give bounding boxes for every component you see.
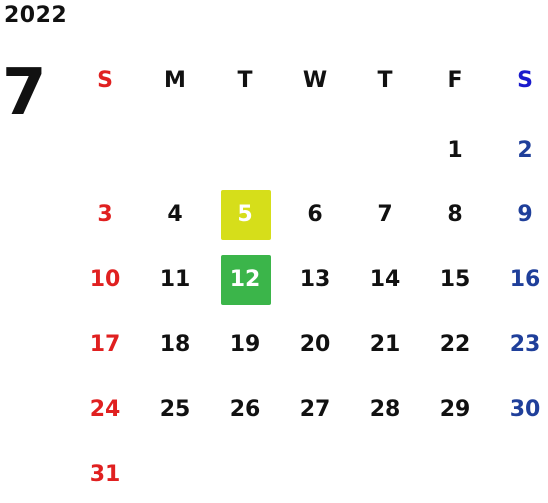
weekday-wednesday: W (302, 68, 328, 93)
day-cell[interactable]: 8 (447, 202, 463, 227)
day-cell[interactable]: 2 (517, 138, 533, 163)
day-cell[interactable]: 30 (509, 397, 541, 422)
day-cell[interactable]: 15 (439, 267, 471, 292)
weekday-thursday: T (377, 68, 393, 93)
day-cell[interactable]: 10 (89, 267, 121, 292)
day-cell[interactable]: 13 (299, 267, 331, 292)
day-highlight (221, 255, 271, 305)
day-cell[interactable]: 22 (439, 332, 471, 357)
calendar-month: 7 (2, 56, 47, 130)
day-cell[interactable]: 6 (307, 202, 323, 227)
weekday-tuesday: T (237, 68, 253, 93)
day-cell[interactable]: 24 (89, 397, 121, 422)
day-cell[interactable]: 16 (509, 267, 541, 292)
calendar-grid: S M T W T F S 1 2 3 4 5 6 7 8 9 10 11 12… (70, 55, 548, 503)
day-cell[interactable]: 7 (377, 202, 393, 227)
day-cell[interactable]: 17 (89, 332, 121, 357)
day-cell[interactable]: 19 (229, 332, 261, 357)
day-highlight (221, 190, 271, 240)
day-cell[interactable]: 9 (517, 202, 533, 227)
day-cell[interactable]: 20 (299, 332, 331, 357)
day-cell[interactable]: 27 (299, 397, 331, 422)
weekday-monday: M (164, 68, 186, 93)
day-cell-highlighted[interactable]: 5 (210, 190, 280, 240)
calendar-year: 2022 (4, 3, 68, 28)
day-cell[interactable]: 18 (159, 332, 191, 357)
day-cell[interactable]: 25 (159, 397, 191, 422)
day-cell-highlighted[interactable]: 12 (210, 255, 280, 305)
day-cell[interactable]: 26 (229, 397, 261, 422)
weekday-saturday: S (517, 68, 533, 93)
day-cell[interactable]: 28 (369, 397, 401, 422)
day-cell[interactable]: 31 (89, 462, 121, 487)
day-cell[interactable]: 14 (369, 267, 401, 292)
day-cell[interactable]: 4 (167, 202, 183, 227)
weekday-friday: F (447, 68, 463, 93)
day-cell[interactable]: 29 (439, 397, 471, 422)
day-cell[interactable]: 11 (159, 267, 191, 292)
day-cell[interactable]: 1 (447, 138, 463, 163)
day-cell[interactable]: 23 (509, 332, 541, 357)
weekday-sunday: S (97, 68, 113, 93)
day-cell[interactable]: 21 (369, 332, 401, 357)
day-cell[interactable]: 3 (97, 202, 113, 227)
